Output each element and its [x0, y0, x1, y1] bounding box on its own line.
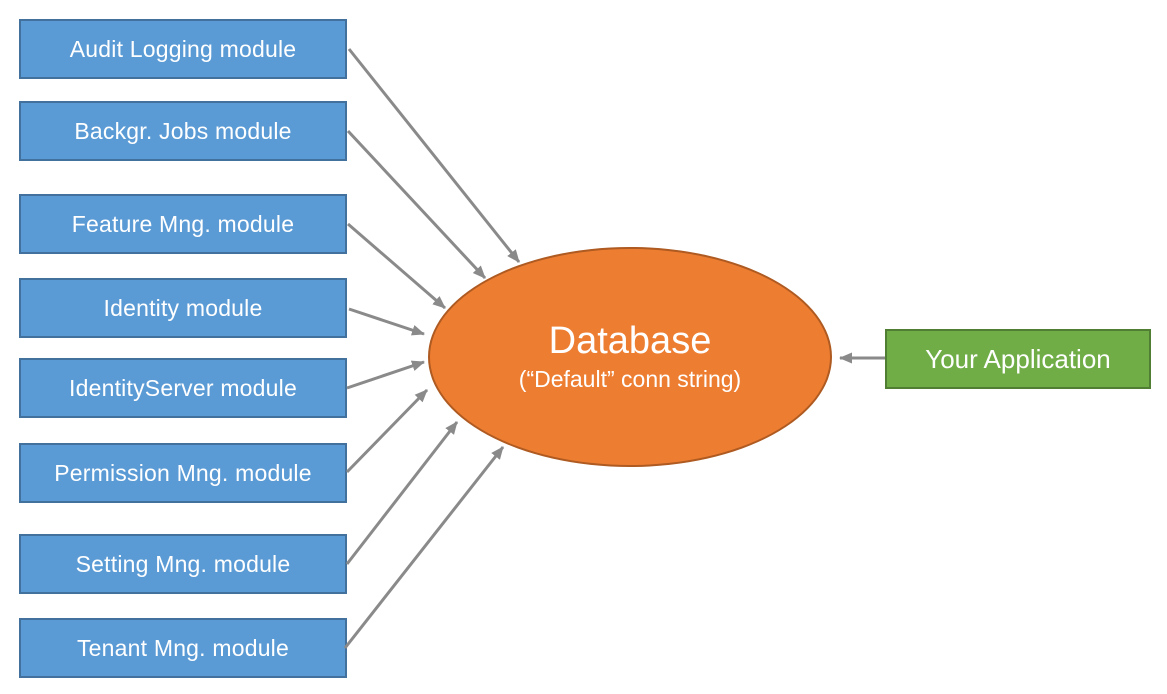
module-box-audit-logging: Audit Logging module	[19, 19, 347, 79]
arrow-audit-logging-to-database	[347, 48, 521, 263]
database-title: Database	[548, 319, 712, 362]
module-box-feature-management: Feature Mng. module	[19, 194, 347, 254]
arrow-feature-management-to-database	[347, 222, 446, 310]
application-box: Your Application	[885, 329, 1151, 389]
arrow-permission-management-to-database	[345, 388, 429, 474]
module-label: Setting Mng. module	[75, 550, 291, 577]
database-subtitle: (“Default” conn string)	[518, 365, 742, 392]
module-label: Backgr. Jobs module	[74, 117, 292, 144]
module-label: Identity module	[103, 294, 263, 321]
arrow-identity-to-database	[348, 307, 425, 336]
arrow-background-jobs-to-database	[346, 129, 487, 280]
application-label: Your Application	[925, 343, 1111, 374]
module-box-background-jobs: Backgr. Jobs module	[19, 101, 347, 161]
module-box-setting-management: Setting Mng. module	[19, 534, 347, 594]
module-label: Audit Logging module	[69, 35, 297, 62]
arrow-setting-management-to-database	[345, 421, 459, 565]
module-box-tenant-management: Tenant Mng. module	[19, 618, 347, 678]
module-label: Feature Mng. module	[71, 210, 295, 237]
module-label: Permission Mng. module	[54, 459, 312, 486]
module-box-identity: Identity module	[19, 278, 347, 338]
module-label: IdentityServer module	[69, 374, 297, 401]
arrow-tenant-management-to-database	[343, 446, 505, 649]
arrow-identityserver-to-database	[346, 360, 425, 390]
database-ellipse: Database (“Default” conn string)	[428, 247, 832, 467]
module-box-identityserver: IdentityServer module	[19, 358, 347, 418]
module-label: Tenant Mng. module	[76, 634, 289, 661]
module-box-permission-management: Permission Mng. module	[19, 443, 347, 503]
